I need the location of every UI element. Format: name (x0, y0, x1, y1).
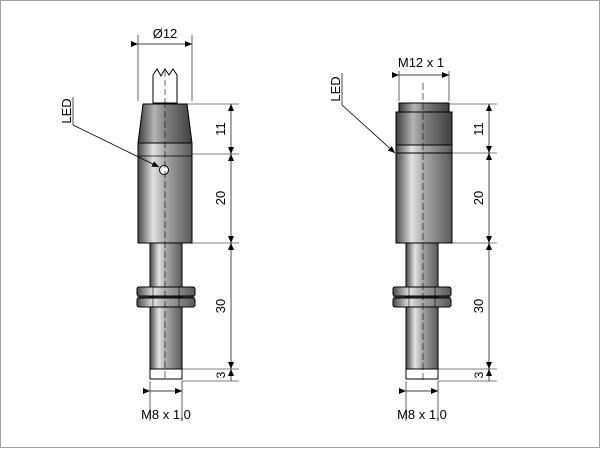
left-sensor: Ø12 LED 11 20 30 3 M8 x 1,0 (59, 26, 239, 422)
dimension-chain-left: 11 20 30 3 (182, 103, 239, 382)
dim-11-label: 11 (471, 122, 486, 136)
connector-head (395, 111, 453, 146)
led-label: LED (328, 76, 343, 101)
dim-30-label: 30 (213, 299, 228, 313)
connector-collar (395, 144, 453, 154)
top-thread-label: M12 x 1 (398, 55, 444, 70)
lock-nut-upper (136, 286, 196, 297)
led-indicator (159, 165, 169, 175)
right-sensor: M12 x 1 LED 11 20 30 3 M8 x 1,0 (328, 55, 497, 422)
dimension-chain-right: 11 20 30 3 (438, 103, 497, 382)
dim-20-label: 20 (213, 191, 228, 205)
lock-nut-lower (136, 297, 196, 308)
thread-label: M8 x 1,0 (141, 407, 191, 422)
dim-11-label: 11 (213, 122, 228, 136)
thread-label: M8 x 1,0 (397, 407, 447, 422)
dim-20-label: 20 (471, 191, 486, 205)
lock-nut-lower (392, 297, 452, 308)
dim-3-label: 3 (214, 371, 228, 378)
dim-3-label: 3 (472, 371, 486, 378)
sensing-face (405, 368, 439, 380)
diameter-label: Ø12 (153, 26, 178, 41)
sensor-body (395, 152, 453, 244)
lock-nut-upper (392, 286, 452, 297)
sensing-face (149, 368, 183, 380)
dim-30-label: 30 (471, 299, 486, 313)
connector-ring (398, 102, 450, 113)
led-label: LED (59, 98, 74, 123)
